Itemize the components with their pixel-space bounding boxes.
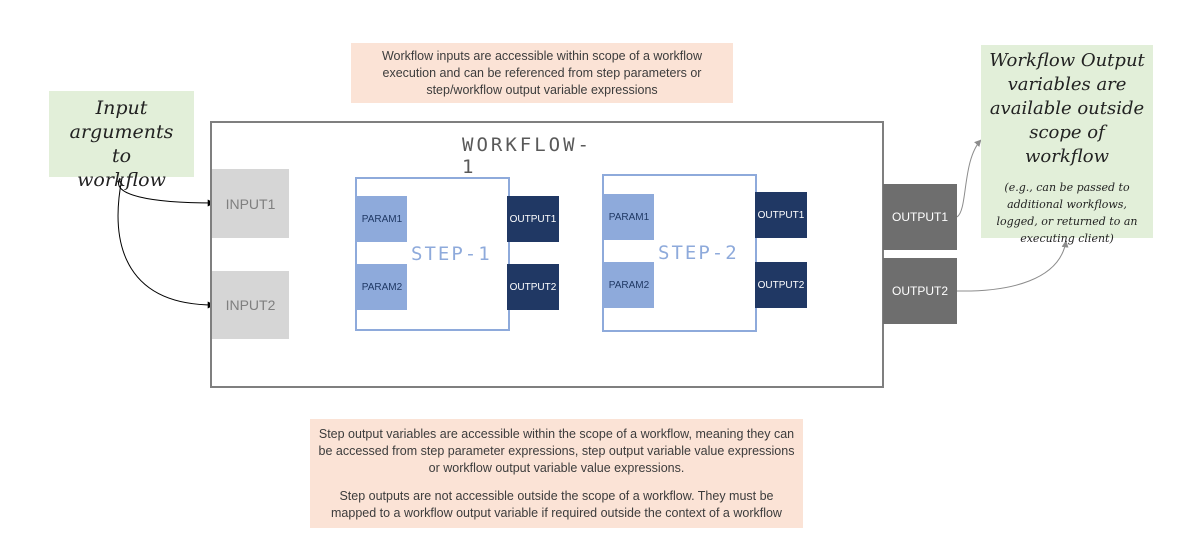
workflow-output-callout-subtext: (e.g., can be passed to additional workf… (996, 181, 1138, 245)
workflow-inputs-note-text: Workflow inputs are accessible within sc… (381, 48, 703, 97)
step-2-output1: OUTPUT1 (755, 192, 807, 238)
step-outputs-note: Step output variables are accessible wit… (310, 419, 803, 528)
workflow-output-callout-title: Workflow Output variables are available … (989, 50, 1145, 167)
step-1-param2: PARAM2 (357, 264, 407, 310)
workflow-inputs-note: Workflow inputs are accessible within sc… (351, 43, 733, 103)
step-2-output2: OUTPUT2 (755, 262, 807, 308)
output1-to-callout-arrow (956, 139, 982, 218)
input-arguments-callout-text: Input arguments to workflow (69, 97, 174, 191)
input-arguments-callout: Input arguments to workflow (49, 91, 194, 191)
step-1-output1: OUTPUT1 (507, 196, 559, 242)
step-1-output2: OUTPUT2 (507, 264, 559, 310)
workflow-output-callout: Workflow Output variables are available … (981, 45, 1153, 245)
step-outputs-note-paragraph-1: Step output variables are accessible wit… (318, 426, 795, 475)
workflow-input2: INPUT2 (212, 271, 289, 339)
step-2-label: STEP-2 (658, 242, 739, 264)
step-2-param2: PARAM2 (604, 262, 654, 308)
workflow-container (210, 121, 884, 388)
workflow-output1: OUTPUT1 (883, 184, 957, 250)
step-2-param1: PARAM1 (604, 194, 654, 240)
workflow-input1: INPUT1 (212, 169, 289, 238)
step-outputs-note-paragraph-2: Step outputs are not accessible outside … (331, 488, 782, 520)
workflow-output2: OUTPUT2 (883, 258, 957, 324)
input-args-to-input2-arrow (117, 177, 215, 309)
output2-to-callout-arrow (956, 240, 1069, 292)
step-1-param1: PARAM1 (357, 196, 407, 242)
input-args-to-input1-arrow (118, 177, 215, 207)
workflow-title: WORKFLOW-1 (462, 134, 592, 178)
step-1-label: STEP-1 (411, 243, 492, 265)
